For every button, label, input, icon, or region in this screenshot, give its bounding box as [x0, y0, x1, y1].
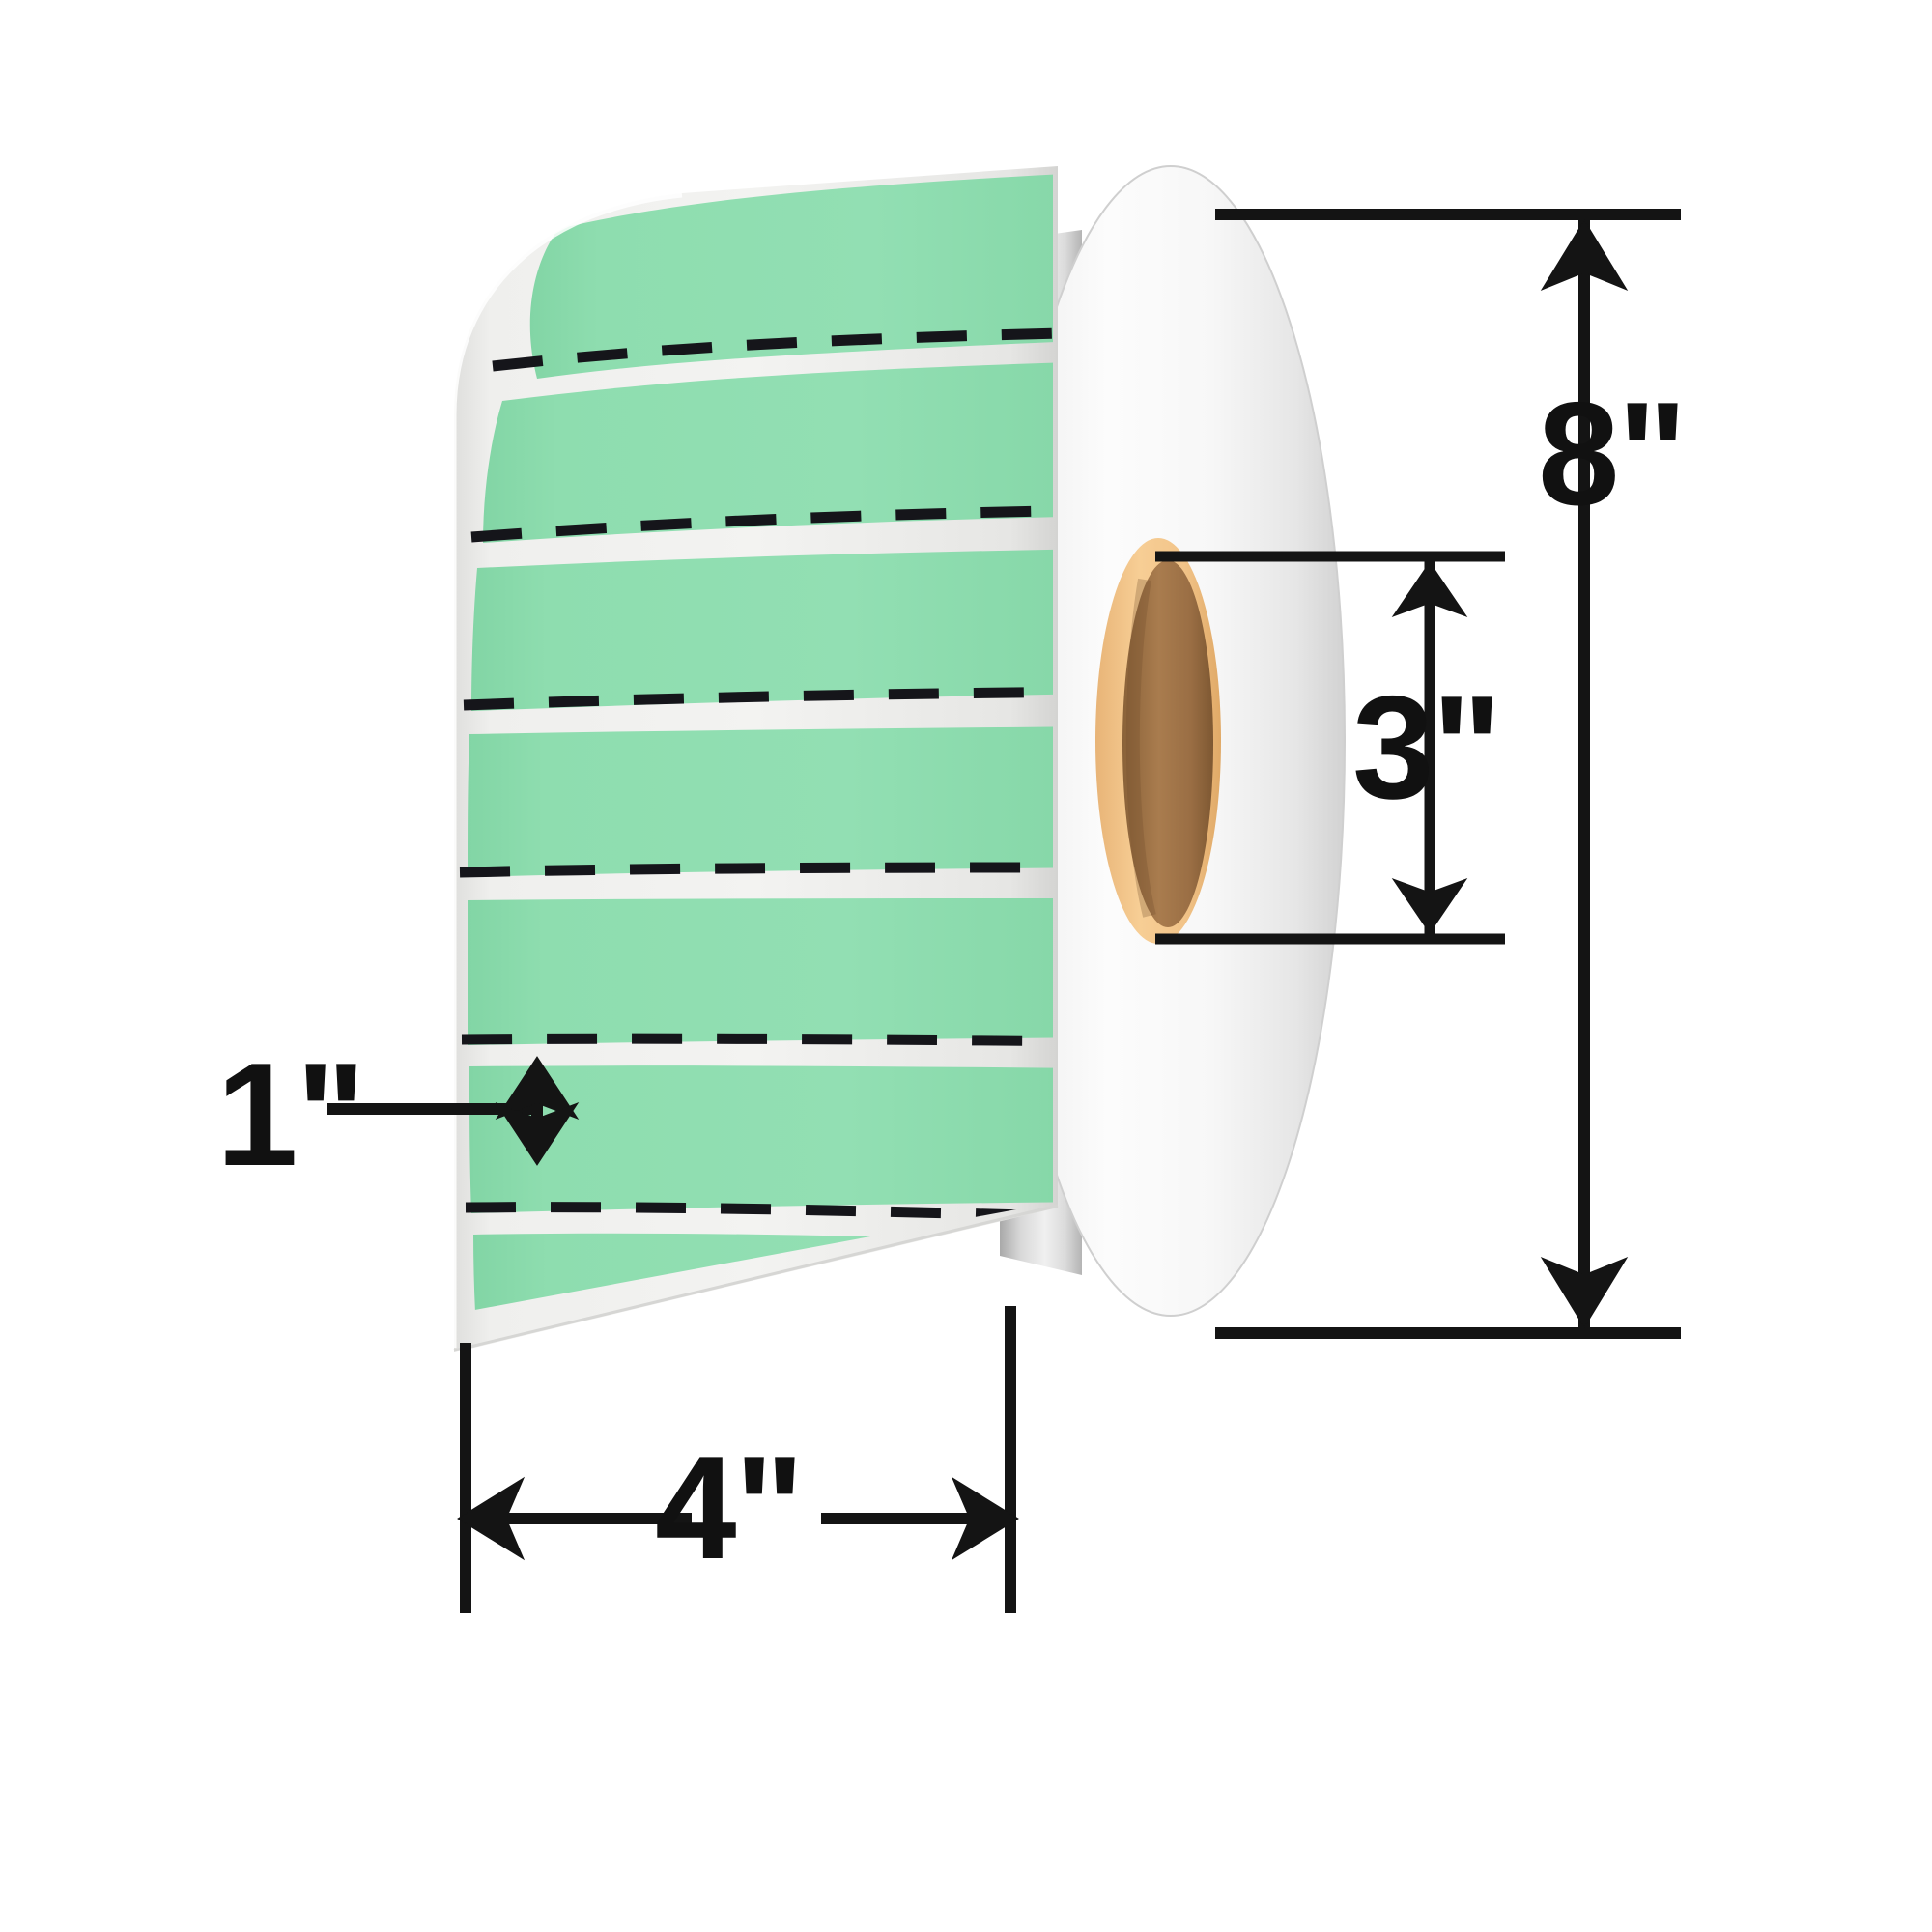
- dimension-4in: [457, 1306, 1019, 1613]
- label-face: [483, 361, 1053, 543]
- roll-core: [1095, 538, 1221, 944]
- dimension-label-label-height: 1": [216, 1033, 366, 1197]
- dimension-3in: [1155, 551, 1505, 945]
- dimension-label-core-diameter: 3": [1352, 666, 1502, 830]
- label-face: [471, 549, 1053, 711]
- label-face: [529, 172, 1053, 379]
- dimension-8in: [1215, 209, 1681, 1339]
- label-face-annotated: [469, 1065, 1053, 1213]
- perforation-lines: [459, 327, 1053, 1223]
- dimension-label-label-width: 4": [655, 1426, 805, 1590]
- dimension-label-roll-diameter: 8": [1538, 372, 1688, 536]
- label-face: [468, 726, 1053, 877]
- core-inner-hole: [1122, 560, 1213, 927]
- label-face: [467, 898, 1053, 1045]
- dimension-1in: [327, 1056, 580, 1166]
- label-web: [451, 166, 1059, 1352]
